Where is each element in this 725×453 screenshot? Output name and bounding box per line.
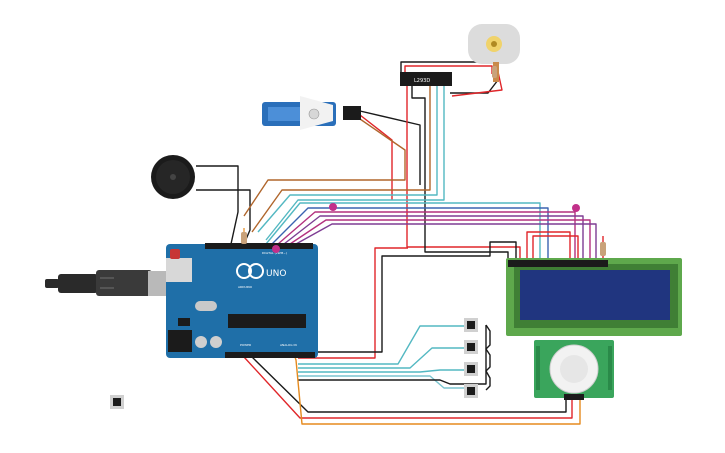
resistor — [600, 242, 606, 256]
arduino-logo — [236, 263, 264, 279]
arduino-digital-label: DIGITAL (PWM~) — [262, 251, 287, 255]
wire-btn4-cyan[interactable] — [298, 375, 470, 389]
push-button-3[interactable] — [464, 362, 478, 376]
push-buttons — [110, 318, 478, 409]
wire-lcd-red-pwr[interactable] — [526, 231, 571, 258]
wire-servo-black[interactable] — [359, 110, 421, 185]
piezo-buzzer[interactable] — [151, 155, 195, 199]
push-button-2[interactable] — [464, 340, 478, 354]
wire-servo-orange[interactable] — [243, 118, 406, 217]
wire-btn3-cyan[interactable] — [298, 369, 470, 373]
wire-lcd-red-pwr2[interactable] — [532, 235, 579, 258]
resistors — [241, 66, 606, 256]
wire-lcd-purple2[interactable] — [295, 223, 597, 258]
wire-pir-red[interactable] — [243, 356, 573, 419]
motor-driver-label: L293D — [414, 78, 430, 84]
pir-sensor[interactable] — [534, 340, 614, 400]
usb-cable — [45, 270, 174, 296]
wire-drv-red-down[interactable] — [406, 86, 521, 258]
wire-btn2-cyan[interactable] — [298, 347, 470, 369]
wire-btn1-cyan[interactable] — [298, 325, 470, 365]
resistor — [492, 66, 497, 78]
arduino-uno[interactable]: ARDUINO UNO DIGITAL (PWM~) POWER ANALOG … — [166, 243, 318, 358]
wire-drv-brown[interactable] — [251, 86, 431, 233]
junction-dot — [572, 204, 580, 212]
motor-driver-chip[interactable]: L293D — [400, 72, 452, 86]
wire-drv-black-down[interactable] — [411, 86, 509, 258]
wire-lcd-blue[interactable] — [271, 207, 549, 258]
wire-power-red[interactable] — [298, 247, 408, 359]
lcd-16x2[interactable] — [506, 258, 682, 336]
resistor — [241, 232, 247, 244]
wire-lcd-purple[interactable] — [283, 215, 584, 258]
junction-dot — [272, 245, 280, 253]
arduino-analog-label: ANALOG IN — [280, 343, 297, 347]
wire-pir-black[interactable] — [251, 356, 567, 413]
wire-btn-rail[interactable] — [485, 324, 491, 391]
push-button-1[interactable] — [464, 318, 478, 332]
wire-btn-gnd-black[interactable] — [298, 325, 487, 385]
wire-drv-cyan2[interactable] — [265, 86, 445, 241]
wire-power-black[interactable] — [298, 241, 517, 353]
push-button-4[interactable] — [464, 384, 478, 398]
arduino-brand-text: ARDUINO — [238, 285, 253, 289]
wire-drv-cyan[interactable] — [257, 86, 438, 233]
push-button-loose[interactable] — [110, 395, 124, 409]
wire-buzzer-gnd[interactable] — [196, 165, 239, 245]
wire-lcd-cyan[interactable] — [265, 202, 541, 258]
wire-lcd-magenta2[interactable] — [289, 219, 591, 258]
micro-servo[interactable] — [262, 96, 361, 130]
junction-dot — [329, 203, 337, 211]
arduino-power-label: POWER — [240, 343, 251, 347]
wire-lcd-magenta[interactable] — [277, 211, 576, 258]
arduino-model-text: UNO — [266, 269, 286, 279]
wire-servo-red[interactable] — [359, 114, 393, 200]
